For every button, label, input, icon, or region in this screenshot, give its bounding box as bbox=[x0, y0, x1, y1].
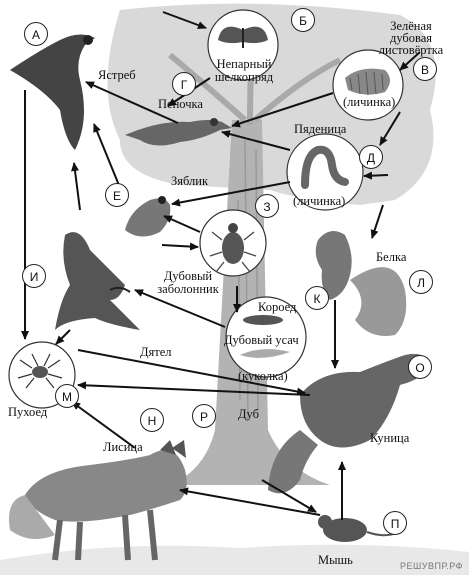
letter-o: О bbox=[408, 355, 432, 379]
letter-p: П bbox=[383, 511, 407, 535]
label-bark-borer: Короед bbox=[258, 300, 297, 314]
label-warbler: Пеночка bbox=[158, 97, 203, 111]
label-fox: Лисица bbox=[103, 440, 143, 454]
arrow-longhorn-to-woodpecker bbox=[134, 289, 226, 328]
arrow-marten-to-louse bbox=[77, 381, 311, 396]
letter-n: Н bbox=[140, 408, 164, 432]
ground bbox=[0, 544, 469, 575]
label-woodpecker: Дятел bbox=[140, 345, 172, 359]
label-hawk: Ястреб bbox=[98, 68, 136, 82]
warbler-drawing bbox=[125, 118, 232, 146]
letter-i: И bbox=[22, 264, 46, 288]
letter-e: Е bbox=[105, 183, 129, 207]
arrow-woodpecker-to-hawk bbox=[71, 162, 81, 211]
label-geometer: Пяденица bbox=[294, 122, 347, 136]
arrow-geometer-to-warbler bbox=[221, 130, 291, 151]
letter-r: Р bbox=[192, 404, 216, 428]
label-bird-louse: Пухоед bbox=[8, 405, 48, 419]
arrow-woodpecker-to-marten bbox=[77, 349, 306, 396]
chaffinch-drawing bbox=[125, 196, 171, 237]
gypsy-moth-circle bbox=[207, 9, 279, 81]
arrow-leaf-roller-to-warbler bbox=[231, 92, 334, 128]
arrow-oak-to-mouse bbox=[261, 479, 317, 513]
label-oak: Дуб bbox=[238, 407, 259, 421]
squirrel-drawing bbox=[315, 231, 407, 336]
bark-beetle-circle bbox=[199, 209, 267, 277]
label-squirrel: Белка bbox=[376, 250, 407, 264]
longhorn-circle bbox=[225, 296, 307, 378]
label-gypsy-moth: Непарный шелкопряд bbox=[214, 57, 274, 84]
geometer-circle bbox=[286, 133, 364, 211]
label-marten: Куница bbox=[370, 431, 410, 445]
food-web-arrows bbox=[21, 11, 421, 520]
label-chaffinch: Зяблик bbox=[171, 174, 209, 188]
leaf-roller-circle bbox=[332, 49, 404, 121]
letter-l: Л bbox=[409, 270, 433, 294]
arrow-leaf-roller-to-geometer bbox=[379, 111, 401, 146]
label-longhorn: Дубовый усач bbox=[224, 333, 299, 347]
arrow-oak-to-geometer bbox=[363, 171, 389, 180]
letter-g: Г bbox=[172, 72, 196, 96]
letter-m: М bbox=[55, 384, 79, 408]
letter-z: З bbox=[255, 194, 279, 218]
arrow-warbler-to-hawk bbox=[85, 81, 179, 124]
letter-a: А bbox=[24, 22, 48, 46]
watermark: РЕШУВПР.РФ bbox=[400, 561, 463, 571]
label-leaf-roller-stage: (личинка) bbox=[343, 95, 396, 109]
label-mouse: Мышь bbox=[318, 553, 353, 567]
arrow-oak-to-beetle bbox=[161, 242, 199, 251]
fox-drawing bbox=[9, 440, 187, 561]
arrow-oak-to-squirrel bbox=[370, 204, 384, 239]
arrow-geometer-to-chaffinch bbox=[171, 181, 291, 207]
label-bark-beetle: Дубовый заболонник bbox=[157, 269, 219, 296]
arrow-mouse-to-fox bbox=[179, 487, 321, 516]
hawk-drawing bbox=[10, 34, 95, 150]
letter-d: Д bbox=[359, 145, 383, 169]
mouse-drawing bbox=[318, 515, 406, 542]
letter-k: К bbox=[305, 286, 329, 310]
arrow-oak-to-leaf-roller bbox=[399, 51, 421, 71]
letter-b: Б bbox=[291, 8, 315, 32]
label-geometer-stage: (личинка) bbox=[293, 194, 346, 208]
marten-drawing bbox=[268, 353, 430, 494]
arrow-oak-to-gypsy-moth bbox=[162, 11, 207, 29]
woodpecker-drawing bbox=[55, 232, 140, 330]
label-longhorn-stage: (куколка) bbox=[238, 369, 288, 383]
label-leaf-roller: Зелёная дубовая листовёртка bbox=[378, 19, 444, 57]
arrow-beetle-to-chaffinch bbox=[163, 215, 201, 233]
letter-v: В bbox=[413, 57, 437, 81]
arrow-woodpecker-to-louse bbox=[55, 329, 71, 345]
arrow-fox-to-louse bbox=[71, 401, 136, 449]
